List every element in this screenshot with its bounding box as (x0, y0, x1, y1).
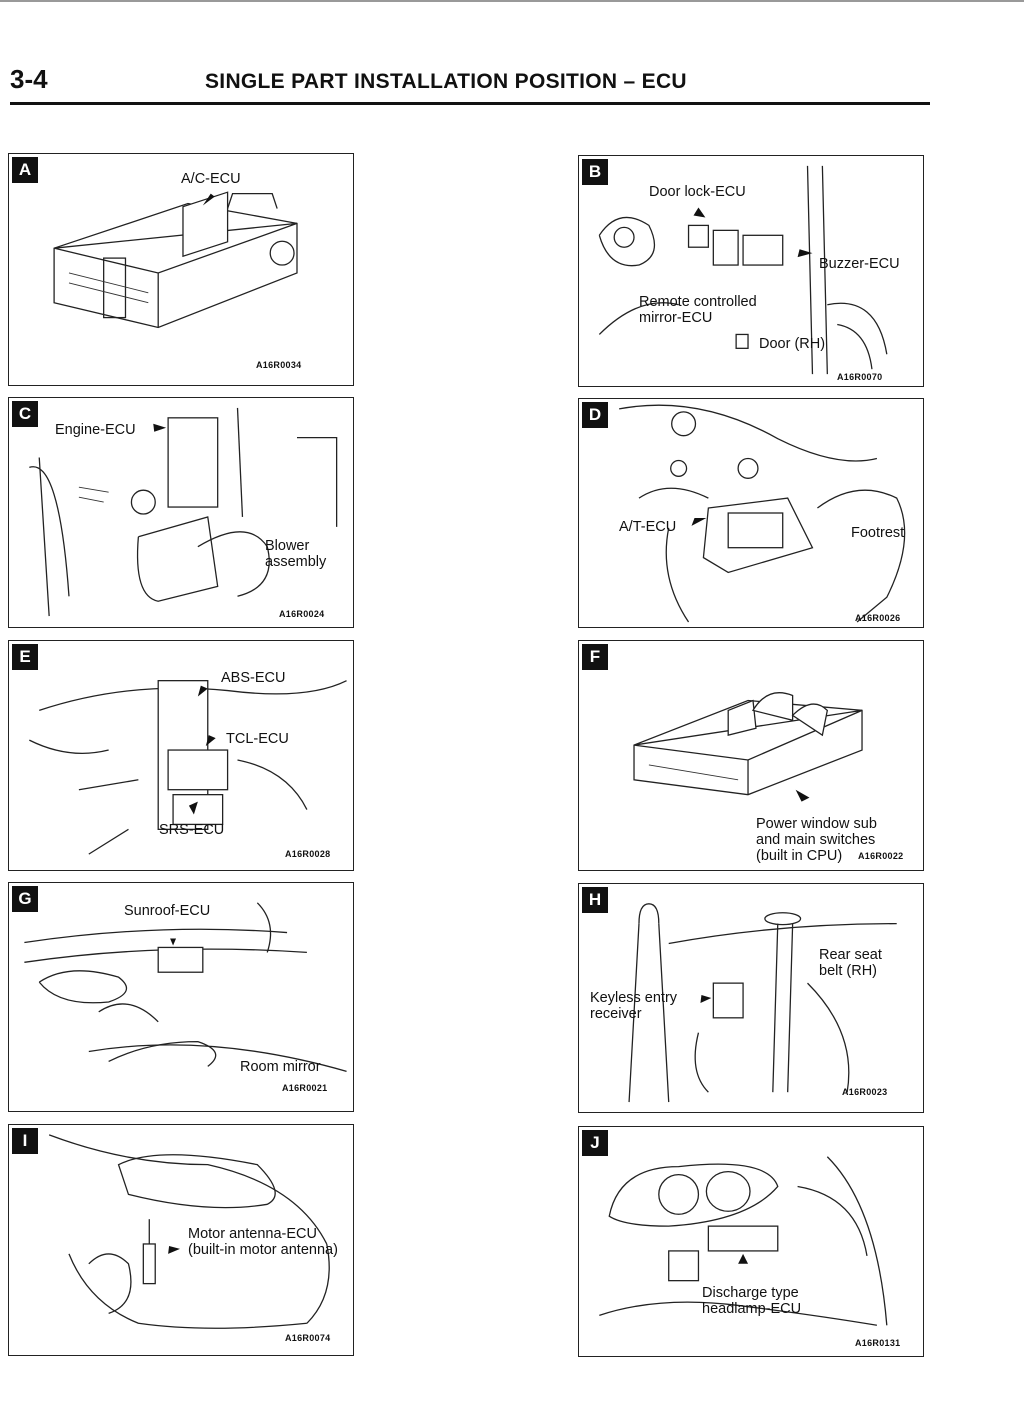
panel-letter: I (12, 1128, 38, 1154)
tcl-ecu-label: TCL-ECU (226, 731, 289, 747)
figure-code: A16R0021 (282, 1083, 328, 1093)
panel-i: I Motor antenna-ECU (built-in motor ante… (8, 1124, 354, 1356)
figure-code: A16R0024 (279, 609, 325, 619)
panel-letter: B (582, 159, 608, 185)
panel-letter: F (582, 644, 608, 670)
door-lock-ecu-label: Door lock-ECU (649, 184, 746, 200)
panel-a: A A/C-ECU A16R0034 (8, 153, 354, 386)
panel-h: H Rear seat belt (RH) Keyless entry rece… (578, 883, 924, 1113)
motor-antenna-illustration (48, 1134, 330, 1329)
sunroof-ecu-label: Sunroof-ECU (124, 903, 211, 919)
headlamp-ecu-label: Discharge type headlamp-ECU (702, 1285, 802, 1317)
page-title: SINGLE PART INSTALLATION POSITION – ECU (205, 70, 687, 93)
page-number: 3-4 (10, 64, 48, 94)
abs-tcl-srs-ecu-illustration (29, 680, 347, 855)
figure-code: A16R0131 (855, 1338, 901, 1348)
panel-letter: A (12, 157, 38, 183)
panel-c: C Engine-ECU Blower assembly A16R0024 (8, 397, 354, 628)
room-mirror-label: Room mirror (240, 1059, 321, 1075)
rear-seat-belt-label: Rear seat belt (RH) (819, 947, 882, 979)
top-border (0, 0, 1024, 2)
panel-letter: D (582, 402, 608, 428)
headlamp-ecu-illustration (599, 1156, 888, 1326)
panel-letter: J (582, 1130, 608, 1156)
engine-ecu-illustration (29, 407, 338, 617)
panel-g: G Sunroof-ECU Room mirror A16R0021 (8, 882, 354, 1112)
panel-j: J Discharge type headlamp-ECU A16R0131 (578, 1126, 924, 1357)
figure-code: A16R0070 (837, 372, 883, 382)
motor-antenna-ecu-label: Motor antenna-ECU (built-in motor antenn… (188, 1226, 338, 1258)
panel-d: D A/T-ECU Footrest A16R0026 (578, 398, 924, 628)
ac-ecu-label: A/C-ECU (181, 171, 241, 187)
panel-b: B Door lock-ECU Buzzer-ECU Remote contro… (578, 155, 924, 387)
ac-ecu-illustration (53, 191, 298, 329)
power-window-switches-label: Power window sub and main switches (buil… (756, 816, 877, 864)
at-ecu-illustration (619, 404, 906, 623)
panel-letter: H (582, 887, 608, 913)
at-ecu-label: A/T-ECU (619, 519, 677, 535)
keyless-entry-illustration (628, 903, 897, 1103)
panel-letter: G (12, 886, 38, 912)
door-rh-label: Door (RH) (759, 336, 826, 352)
abs-ecu-label: ABS-ECU (221, 670, 286, 686)
sunroof-ecu-illustration (24, 902, 347, 1072)
figure-code: A16R0034 (256, 360, 302, 370)
figure-code: A16R0074 (285, 1333, 331, 1343)
panel-e: E ABS-ECU TCL-ECU SRS-ECU A16R0028 (8, 640, 354, 871)
figure-code: A16R0026 (855, 613, 901, 623)
buzzer-ecu-label: Buzzer-ECU (819, 256, 900, 272)
footrest-label: Footrest (851, 525, 905, 541)
figure-code: A16R0023 (842, 1087, 888, 1097)
blower-assembly-label: Blower assembly (265, 538, 327, 570)
panel-letter: C (12, 401, 38, 427)
keyless-entry-receiver-label: Keyless entry receiver (590, 990, 678, 1022)
panel-f: F Power window sub and main switches (bu… (578, 640, 924, 871)
panel-letter: E (12, 644, 38, 670)
engine-ecu-label: Engine-ECU (55, 422, 136, 438)
figure-code: A16R0022 (858, 851, 904, 861)
remote-mirror-ecu-label: Remote controlled mirror-ECU (639, 294, 757, 326)
figure-code: A16R0028 (285, 849, 331, 859)
srs-ecu-label: SRS-ECU (159, 822, 225, 838)
door-ecu-illustration (598, 165, 888, 375)
header-rule (10, 102, 930, 105)
power-window-switch-illustration (633, 692, 863, 802)
